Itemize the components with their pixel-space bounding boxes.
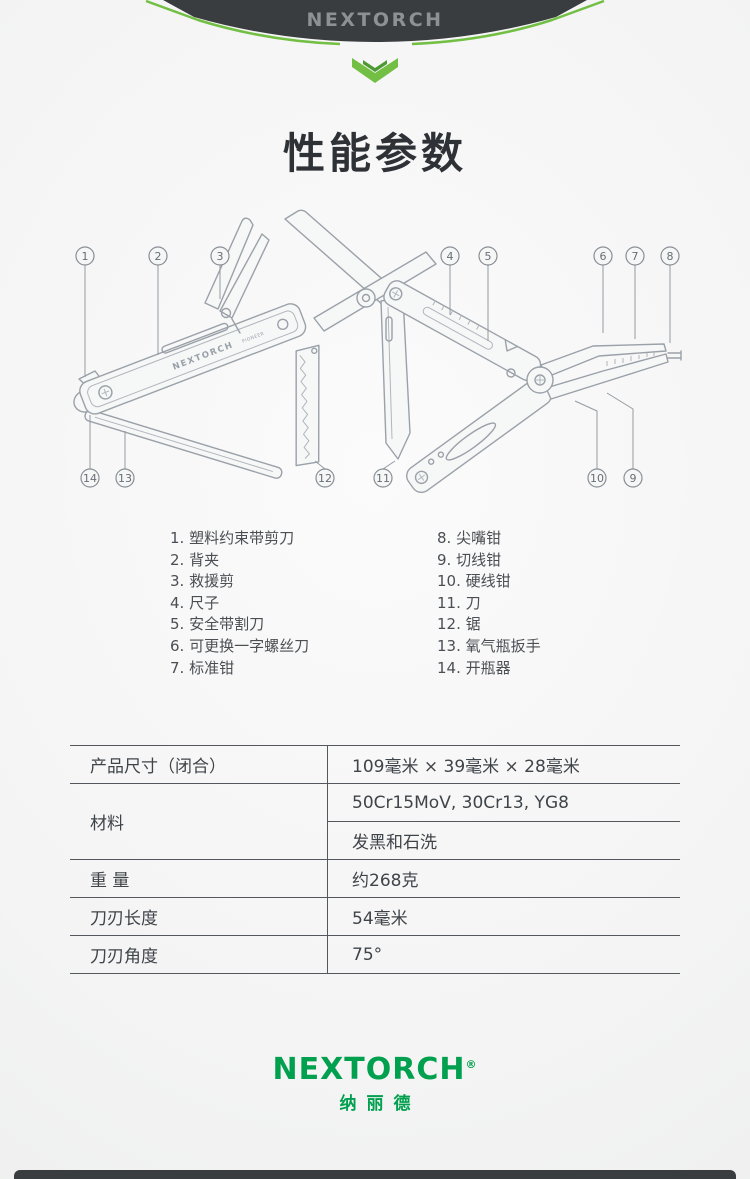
legend-item: 12. 锯 — [437, 615, 481, 634]
callout-1: 1 — [75, 246, 95, 266]
spec-value: 50Cr15MoV, 30Cr13, YG8 — [327, 783, 680, 822]
legend-item: 13. 氧气瓶扳手 — [437, 636, 541, 655]
pliers-head — [506, 343, 682, 400]
spec-table: 产品尺寸（闭合） 109毫米 × 39毫米 × 28毫米 材料 50Cr15Mo… — [70, 745, 680, 974]
callout-5: 5 — [478, 246, 498, 266]
bottom-edge-bar — [14, 1170, 736, 1179]
legend-item: 6. 可更换一字螺丝刀 — [170, 636, 310, 655]
callout-11: 11 — [373, 468, 393, 488]
screwdriver-bit — [667, 350, 682, 361]
multitool-diagram: NEXTORCH PIONEER — [73, 209, 682, 494]
callout-13: 13 — [115, 468, 135, 488]
header-banner: NEXTORCH — [145, 0, 605, 83]
legend-column-left: 1. 塑料约束带剪刀 2. 背夹 3. 救援剪 4. 尺子 5. 安全带割刀 6… — [170, 528, 309, 679]
footer-brand-text: NEXTORCH — [272, 1052, 466, 1087]
table-row: 重 量 约268克 — [70, 859, 680, 898]
table-row: 刀刃角度 75° — [70, 935, 680, 974]
legend-item: 4. 尺子 — [170, 593, 220, 612]
callout-12: 12 — [315, 468, 335, 488]
brand-chevron-icon — [352, 58, 398, 83]
svg-text:7: 7 — [632, 250, 639, 263]
table-row: 产品尺寸（闭合） 109毫米 × 39毫米 × 28毫米 — [70, 745, 680, 784]
banner-accent-right — [411, 0, 605, 46]
spec-label: 刀刃长度 — [70, 897, 328, 936]
svg-text:8: 8 — [667, 250, 674, 263]
svg-text:12: 12 — [318, 472, 332, 485]
legend-item: 2. 背夹 — [170, 550, 220, 569]
callout-10: 10 — [587, 468, 607, 488]
svg-text:14: 14 — [83, 472, 97, 485]
svg-text:3: 3 — [217, 250, 224, 263]
legend-item: 11. 刀 — [437, 593, 481, 612]
footer-brand-cn: 纳丽德 — [339, 1094, 421, 1114]
legend-item: 1. 塑料约束带剪刀 — [170, 529, 295, 547]
spec-label: 重 量 — [70, 859, 328, 898]
footer: NEXTORCH® 纳丽德 — [0, 1048, 750, 1115]
legend-item: 10. 硬线钳 — [437, 572, 511, 591]
spec-value: 75° — [327, 935, 680, 974]
svg-text:10: 10 — [590, 472, 604, 485]
rescue-shears — [284, 209, 437, 332]
legend-item: 5. 安全带割刀 — [170, 615, 265, 634]
legend-item: 3. 救援剪 — [170, 572, 235, 591]
spec-value: 约268克 — [327, 859, 680, 898]
svg-text:1: 1 — [82, 250, 89, 263]
callout-7: 7 — [625, 246, 645, 266]
legend-column-right: 8. 尖嘴钳 9. 切线钳 10. 硬线钳 11. 刀 12. 锯 13. 氧气… — [437, 528, 541, 679]
legend-item: 7. 标准钳 — [170, 658, 235, 677]
svg-text:13: 13 — [118, 472, 132, 485]
svg-text:2: 2 — [155, 250, 162, 263]
callout-6: 6 — [593, 246, 613, 266]
scissors — [204, 217, 270, 334]
callout-8: 8 — [660, 246, 680, 266]
spec-value: 54毫米 — [327, 897, 680, 936]
banner-brand-text: NEXTORCH — [306, 9, 443, 31]
lower-bar — [84, 409, 283, 479]
table-row: 刀刃长度 54毫米 — [70, 897, 680, 936]
main-handle: NEXTORCH PIONEER — [79, 303, 307, 415]
callout-2: 2 — [148, 246, 168, 266]
footer-logo: NEXTORCH® — [0, 1048, 750, 1087]
registered-mark: ® — [465, 1058, 478, 1071]
right-lower-handle — [406, 378, 552, 494]
svg-text:5: 5 — [485, 250, 492, 263]
spec-label: 刀刃角度 — [70, 935, 328, 974]
right-upper-handle — [383, 280, 542, 382]
page-title: 性能参数 — [282, 129, 467, 178]
banner-accent-left — [145, 0, 341, 46]
pocket-clip — [161, 322, 229, 354]
spec-value: 109毫米 × 39毫米 × 28毫米 — [327, 745, 680, 784]
spec-value: 发黑和石洗 — [327, 821, 680, 860]
legend-item: 9. 切线钳 — [437, 550, 502, 569]
legend: 1. 塑料约束带剪刀 2. 背夹 3. 救援剪 4. 尺子 5. 安全带割刀 6… — [0, 528, 750, 688]
legend-item: 14. 开瓶器 — [437, 658, 511, 677]
banner-shape — [163, 0, 587, 42]
svg-text:9: 9 — [630, 472, 637, 485]
callout-4: 4 — [440, 246, 460, 266]
callout-14: 14 — [80, 468, 100, 488]
table-row: 材料 50Cr15MoV, 30Cr13, YG8 — [70, 783, 680, 860]
leader-lines — [84, 265, 671, 470]
callout-3: 3 — [210, 246, 230, 266]
spec-label: 产品尺寸（闭合） — [70, 745, 328, 784]
callout-9: 9 — [623, 468, 643, 488]
spec-label: 材料 — [70, 783, 328, 860]
table-row: 发黑和石洗 — [70, 821, 680, 860]
legend-item: 8. 尖嘴钳 — [437, 529, 502, 547]
saw-blade — [295, 344, 320, 467]
svg-text:6: 6 — [600, 250, 607, 263]
svg-text:11: 11 — [376, 472, 390, 485]
svg-text:4: 4 — [447, 250, 454, 263]
